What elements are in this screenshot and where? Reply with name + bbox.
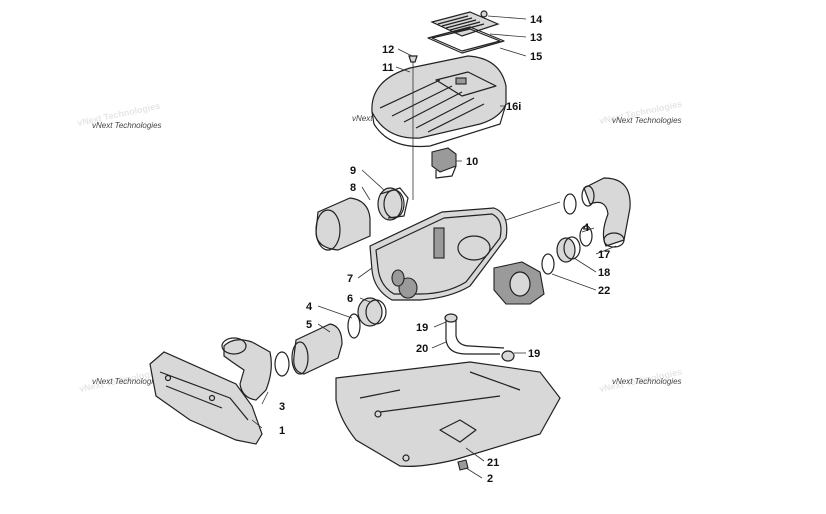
- hose-clamp-left: [274, 313, 361, 377]
- watermark-text: vNext Technologies: [612, 116, 682, 125]
- outlet-elbow: [581, 177, 631, 248]
- airbox-lid: [371, 55, 507, 148]
- throttle-body: [493, 261, 545, 305]
- callout-9: 9: [350, 165, 356, 177]
- watermark-top-right: vNext Technologies vNext Technologies: [598, 99, 683, 126]
- drain-clamp-upper: [444, 313, 458, 323]
- watermark-bottom-right: vNext Technologies vNext Technologies: [598, 367, 683, 394]
- watermark-text: vNext Technologies: [92, 121, 162, 130]
- callout-11: 11: [382, 62, 394, 74]
- callout-20: 20: [416, 343, 428, 355]
- filter-block: [431, 147, 457, 179]
- callout-12: 12: [382, 44, 394, 56]
- callout-15: 15: [530, 51, 542, 63]
- callout-4-left: 4: [306, 301, 313, 313]
- airbox-post: [433, 227, 445, 259]
- drain-hose: [444, 313, 515, 362]
- base-coupler: [357, 297, 387, 327]
- intake-coupler: [377, 187, 409, 221]
- callout-21: 21: [487, 457, 499, 469]
- lid-latch: [455, 77, 467, 85]
- belly-pan: [335, 361, 561, 467]
- callout-7: 7: [347, 273, 353, 285]
- callout-22: 22: [598, 285, 610, 297]
- callout-8: 8: [350, 182, 356, 194]
- callout-2: 2: [487, 473, 493, 485]
- callout-3: 3: [279, 401, 285, 413]
- elbow-boot: [221, 337, 272, 401]
- callout-19-upper: 19: [416, 322, 428, 334]
- drain-clamp-lower: [501, 350, 515, 362]
- screw-icon: [480, 10, 488, 18]
- callout-6: 6: [347, 293, 353, 305]
- lower-shroud: [149, 351, 263, 445]
- callout-5: 5: [306, 319, 312, 331]
- watermark-top-left: vNext Technologies vNext Technologies: [76, 101, 161, 130]
- callout-10: 10: [466, 156, 478, 168]
- callout-19-lower: 19: [528, 348, 540, 360]
- intake-filter: [315, 197, 371, 251]
- airbox-base: [369, 201, 561, 301]
- callout-16: 16i: [506, 101, 521, 113]
- watermark-text: vNext Technologies: [612, 377, 682, 386]
- callout-17: 17: [598, 249, 610, 261]
- callout-4-right: 4: [583, 222, 590, 234]
- belly-pan-bolt: [457, 459, 469, 471]
- callout-14: 14: [530, 14, 543, 26]
- callout-labels: 14 13 15 12 11 16i 10 9 8 7 6 4 5 3 1 19…: [279, 14, 610, 485]
- access-cover: [430, 10, 500, 37]
- callout-13: 13: [530, 32, 542, 44]
- watermark-text: vNext Technologies: [92, 377, 162, 386]
- cover-gasket: [427, 26, 505, 54]
- leader-lines: [251, 15, 617, 479]
- callout-1: 1: [279, 425, 285, 437]
- throttle-coupler: [556, 236, 581, 263]
- callout-18: 18: [598, 267, 610, 279]
- clamp-22: [541, 253, 555, 275]
- hose-clamp-right: [563, 193, 593, 247]
- lid-screw: [408, 55, 418, 200]
- watermark-bottom-left: vNext Technologies vNext Technologies: [78, 367, 163, 394]
- intake-tube: [291, 323, 343, 375]
